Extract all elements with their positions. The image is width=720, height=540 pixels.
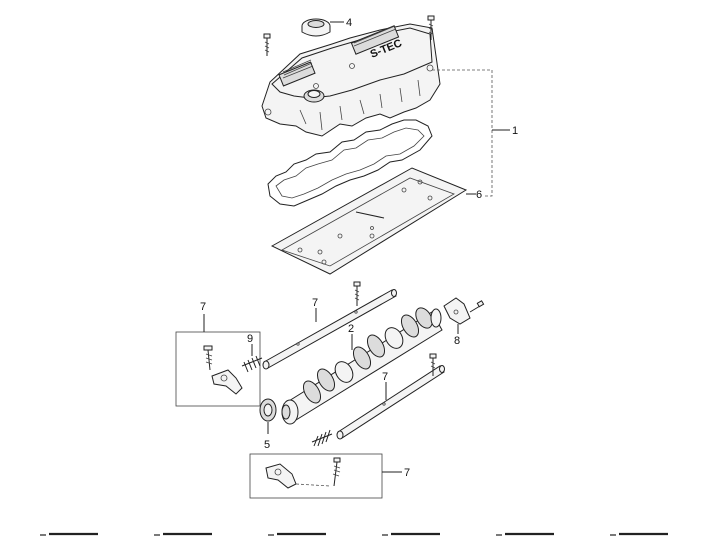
cover-bolt-left	[263, 33, 271, 56]
cover-ribs-left	[278, 59, 316, 87]
baffle-plate	[270, 167, 468, 275]
cover-ribs-right	[350, 25, 400, 55]
callout-4: 4	[346, 17, 352, 29]
cover-bolt-right	[427, 15, 435, 40]
oil-filler-cap	[301, 18, 344, 37]
footer-separator	[382, 532, 440, 536]
leader-1	[432, 69, 493, 197]
callout-7-left-box: 7	[200, 301, 206, 313]
footer-separator	[40, 532, 98, 536]
cylinder-head-cover: S-TEC	[261, 23, 441, 137]
camshaft-thrust-plate	[443, 297, 485, 325]
callout-6: 6	[476, 189, 482, 201]
callout-9: 9	[247, 333, 253, 345]
footer-separator	[496, 532, 554, 536]
lower-rocker-shaft	[336, 365, 445, 440]
left-rocker-arm-group	[175, 331, 263, 407]
footer-separator	[268, 532, 326, 536]
lower-rocker-spring	[311, 429, 333, 447]
callout-7-lower-shaft: 7	[382, 371, 388, 383]
callout-7-bottom-box: 7	[404, 467, 410, 479]
upper-rocker-shaft	[262, 289, 397, 370]
callout-1: 1	[512, 125, 518, 137]
footer-separator	[610, 532, 668, 536]
camshaft	[281, 307, 443, 425]
camshaft-oil-seal	[259, 398, 277, 422]
lower-shaft-bolt	[429, 353, 437, 376]
callout-7-upper-shaft: 7	[312, 297, 318, 309]
footer-separator	[154, 532, 212, 536]
rocker-shaft-bolt	[353, 281, 361, 306]
callout-2: 2	[348, 323, 354, 335]
bottom-rocker-arm-group	[249, 429, 383, 499]
callout-8: 8	[454, 335, 460, 347]
footer-separator-row	[40, 532, 668, 536]
callout-5: 5	[264, 439, 270, 451]
rocker-spring	[241, 355, 263, 373]
cover-gasket	[267, 119, 433, 207]
